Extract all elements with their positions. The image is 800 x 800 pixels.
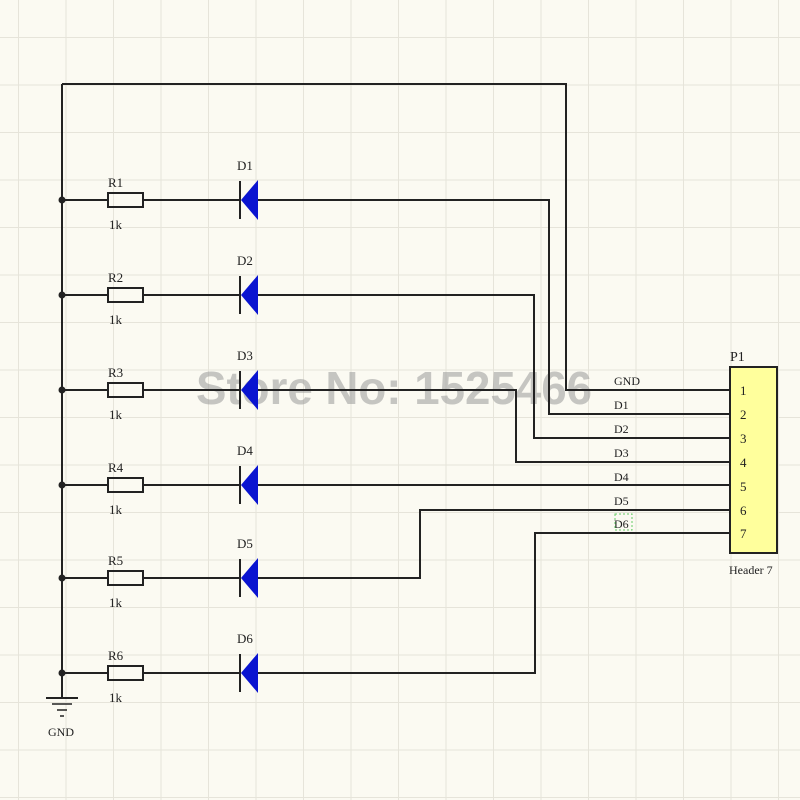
header-p1 [729, 366, 778, 554]
pin-number: 7 [740, 526, 747, 541]
resistor-value: 1k [109, 312, 123, 327]
pin-number: 5 [740, 479, 747, 494]
diode-label: D6 [237, 631, 253, 646]
diode-label: D4 [237, 443, 253, 458]
resistor-r4 [107, 477, 144, 493]
net-label: D4 [614, 470, 629, 484]
diode-d2-icon [241, 275, 258, 315]
diode-label: D2 [237, 253, 253, 268]
diode-d1-icon [241, 180, 258, 220]
resistor-label: R1 [108, 175, 123, 190]
resistor-r3 [107, 382, 144, 398]
ground-label: GND [48, 725, 74, 739]
resistor-label: R2 [108, 270, 123, 285]
net-label: D1 [614, 398, 629, 412]
resistor-label: R6 [108, 648, 124, 663]
pin-number: 1 [740, 383, 747, 398]
diode-label: D5 [237, 536, 253, 551]
resistor-label: R3 [108, 365, 123, 380]
resistor-r1 [107, 192, 144, 208]
resistor-label: R5 [108, 553, 123, 568]
pin-number: 3 [740, 431, 747, 446]
net-wire-d2 [258, 294, 730, 439]
resistor-label: R4 [108, 460, 124, 475]
diode-d3-icon [241, 370, 258, 410]
pin-number: 4 [740, 455, 747, 470]
diode-label: D3 [237, 348, 253, 363]
net-label: D6 [614, 517, 629, 531]
net-wire-d1 [258, 199, 730, 415]
net-wire-d5 [258, 509, 730, 579]
resistor-value: 1k [109, 407, 123, 422]
header-name: Header 7 [729, 563, 773, 577]
diode-d4-icon [241, 465, 258, 505]
pin-number: 6 [740, 503, 747, 518]
selection-box [614, 513, 633, 531]
diode-d6-icon [241, 653, 258, 693]
diode-label: D1 [237, 158, 253, 173]
watermark: Store No: 1525466 [196, 362, 592, 414]
resistor-value: 1k [109, 502, 123, 517]
header-designator: P1 [730, 350, 745, 365]
net-label: GND [614, 374, 640, 388]
resistor-r5 [107, 570, 144, 586]
resistor-value: 1k [109, 595, 123, 610]
diode-d5-icon [241, 558, 258, 598]
gnd-net-wire [62, 83, 730, 391]
net-label: D2 [614, 422, 629, 436]
net-wire-d3 [258, 389, 730, 463]
net-label: D3 [614, 446, 629, 460]
pin-number: 2 [740, 407, 747, 422]
net-wire-d6 [258, 532, 730, 674]
resistor-value: 1k [109, 217, 123, 232]
net-label: D5 [614, 494, 629, 508]
resistor-value: 1k [109, 690, 123, 705]
resistor-r2 [107, 287, 144, 303]
resistor-r6 [107, 665, 144, 681]
